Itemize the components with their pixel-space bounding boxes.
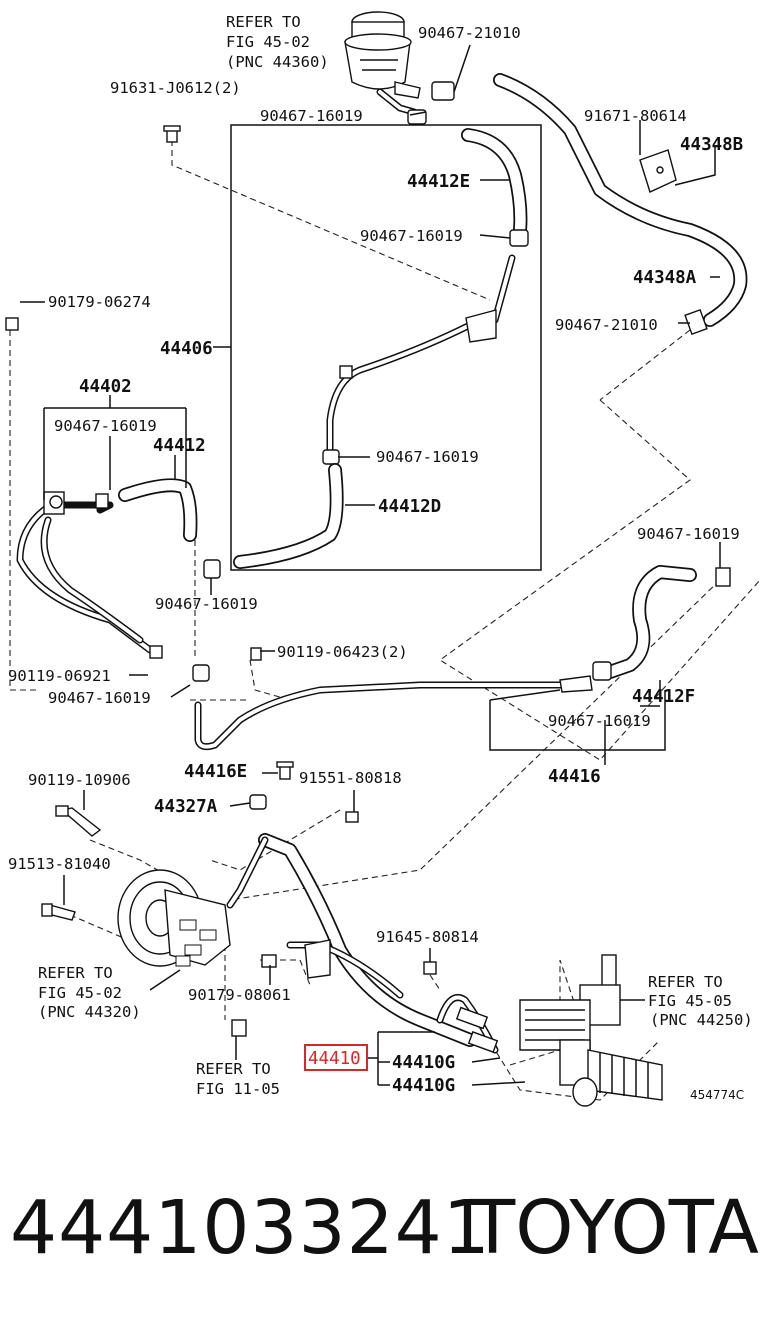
- label-90467-16019-h: 90467-16019: [548, 712, 651, 730]
- label-90119-06921: 90119-06921: [8, 667, 111, 685]
- label-44410g-b: 44410G: [392, 1076, 455, 1096]
- label-90119-10906: 90119-10906: [28, 771, 131, 789]
- dashed-guide-lines: [9, 140, 760, 1101]
- label-refer-11-05-l2: FIG 11-05: [196, 1080, 280, 1098]
- label-90467-16019-c: 90467-16019: [54, 417, 157, 435]
- fittings-middle: [41, 647, 359, 921]
- label-refer-45-05-l3: (PNC 44250): [650, 1011, 753, 1029]
- label-91671-80614: 91671-80614: [584, 107, 687, 125]
- label-refer-45-02-top-l2: FIG 45-02: [226, 33, 310, 51]
- label-44412f: 44412F: [632, 687, 695, 707]
- label-90467-16019-d: 90467-16019: [376, 448, 479, 466]
- leader-lines: [20, 44, 721, 1086]
- label-44412e: 44412E: [407, 172, 470, 192]
- brand-caption: TOYOTA: [470, 1185, 759, 1271]
- label-91513-81040: 91513-81040: [8, 855, 111, 873]
- hose-44412D: [233, 463, 344, 569]
- label-90119-06423: 90119-06423(2): [277, 643, 408, 661]
- label-refer-45-02-low-l3: (PNC 44320): [38, 1003, 141, 1021]
- label-44412d: 44412D: [378, 497, 441, 517]
- label-90179-08061: 90179-08061: [188, 986, 291, 1004]
- callout-labels: REFER TO FIG 45-02 (PNC 44360) 90467-210…: [8, 13, 753, 1102]
- bolt-91631: [163, 125, 181, 143]
- highlight-box-44410: [304, 1044, 368, 1071]
- label-91551-80818: 91551-80818: [299, 769, 402, 787]
- label-90467-21010-r: 90467-21010: [555, 316, 658, 334]
- label-refer-11-05-l1: REFER TO: [196, 1060, 271, 1078]
- label-44327a: 44327A: [154, 797, 218, 817]
- label-90467-16019-e: 90467-16019: [637, 525, 740, 543]
- label-44348b: 44348B: [680, 135, 743, 155]
- hose-44412E: [461, 128, 529, 247]
- part-number-caption: 4441033241: [10, 1185, 491, 1271]
- label-refer-45-02-top-l1: REFER TO: [226, 13, 301, 31]
- label-44412: 44412: [153, 436, 206, 456]
- power-steering-pump: [117, 869, 247, 1037]
- label-44402: 44402: [79, 377, 132, 397]
- label-refer-45-02-low-l2: FIG 45-02: [38, 984, 122, 1002]
- reservoir-tank: [344, 11, 421, 116]
- label-90467-16019-g: 90467-16019: [48, 689, 151, 707]
- label-90467-16019-b: 90467-16019: [360, 227, 463, 245]
- label-90467-16019-f: 90467-16019: [155, 595, 258, 613]
- label-44348a: 44348A: [633, 268, 697, 288]
- label-44406: 44406: [160, 339, 213, 359]
- label-44416: 44416: [548, 767, 601, 787]
- hose-44348: [493, 73, 748, 336]
- label-44416e: 44416E: [184, 762, 247, 782]
- pressure-hose-44410: [226, 833, 499, 1054]
- label-refer-45-02-low-l1: REFER TO: [38, 964, 113, 982]
- parts-diagram: REFER TO FIG 45-02 (PNC 44360) 90467-210…: [5, 11, 760, 1107]
- label-90179-06274: 90179-06274: [48, 293, 151, 311]
- hose-44412F: [559, 565, 731, 693]
- label-44410: 44410: [308, 1049, 361, 1069]
- label-90467-21010-top: 90467-21010: [418, 24, 521, 42]
- label-91631-j0612: 91631-J0612(2): [110, 79, 241, 97]
- label-91645-80814: 91645-80814: [376, 928, 479, 946]
- steering-gear: [519, 954, 663, 1107]
- pipe-assembly-44402: [5, 317, 564, 751]
- label-44410g-a: 44410G: [392, 1053, 455, 1073]
- label-refer-45-05-l2: FIG 45-05: [648, 992, 732, 1010]
- pipe-44406: [322, 254, 516, 465]
- label-refer-45-05-l1: REFER TO: [648, 973, 723, 991]
- drawing-id: 454774C: [690, 1088, 744, 1102]
- label-refer-45-02-top-l3: (PNC 44360): [226, 53, 329, 71]
- label-90467-16019-a: 90467-16019: [260, 107, 363, 125]
